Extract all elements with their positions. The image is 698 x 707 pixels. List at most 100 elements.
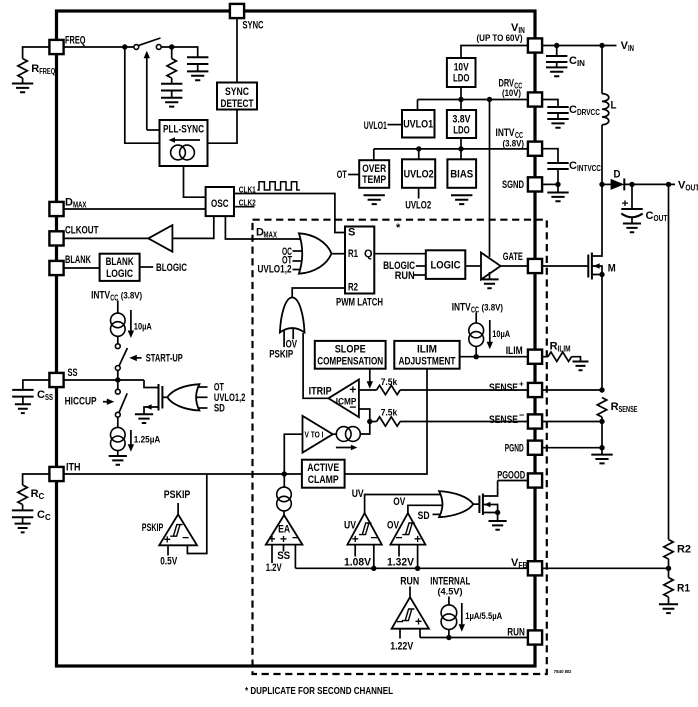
svg-text:RSENSE: RSENSE	[611, 401, 638, 414]
svg-text:1.32V: 1.32V	[387, 557, 415, 569]
svg-text:SD: SD	[418, 510, 430, 522]
svg-text:PLL-SYNC: PLL-SYNC	[163, 124, 204, 136]
svg-text:DRV: DRV	[499, 78, 515, 90]
svg-text:−: −	[182, 531, 189, 545]
svg-text:M: M	[608, 263, 616, 275]
svg-text:INTV: INTV	[91, 290, 110, 302]
svg-text:−: −	[519, 410, 524, 420]
svg-text:RUN: RUN	[400, 576, 419, 588]
svg-text:CIN: CIN	[569, 55, 585, 68]
svg-text:Q: Q	[364, 248, 373, 260]
svg-text:1.2V: 1.2V	[266, 562, 282, 574]
svg-text:UVLO2: UVLO2	[404, 169, 434, 181]
svg-text:COUT: COUT	[646, 210, 668, 223]
svg-text:CC: CC	[471, 306, 479, 315]
svg-text:PSKIP: PSKIP	[142, 522, 164, 534]
svg-text:RILIM: RILIM	[550, 341, 571, 354]
svg-text:V TO I: V TO I	[305, 431, 324, 440]
svg-text:*: *	[396, 222, 401, 234]
svg-text:BLOGIC: BLOGIC	[156, 262, 187, 274]
svg-text:OV: OV	[387, 520, 399, 532]
svg-text:SLOPE: SLOPE	[335, 344, 366, 356]
svg-text:D: D	[614, 169, 621, 181]
svg-text:R2: R2	[348, 282, 358, 294]
svg-text:+: +	[164, 533, 171, 547]
svg-text:CC: CC	[110, 294, 118, 303]
svg-text:7.5k: 7.5k	[381, 377, 398, 388]
svg-text:GATE: GATE	[503, 251, 523, 263]
svg-text:7840 BD: 7840 BD	[554, 669, 573, 674]
svg-text:1µA/5.5µA: 1µA/5.5µA	[465, 611, 502, 622]
svg-text:VIN: VIN	[621, 40, 635, 53]
svg-text:BLOGIC: BLOGIC	[383, 260, 415, 272]
svg-text:CLK1: CLK1	[239, 186, 256, 195]
svg-text:(10V): (10V)	[502, 88, 521, 99]
svg-text:3.8V: 3.8V	[453, 114, 472, 126]
svg-text:S: S	[348, 227, 355, 239]
svg-text:OT: OT	[282, 255, 292, 267]
svg-text:ILIM: ILIM	[417, 344, 437, 356]
svg-text:OV: OV	[286, 339, 298, 351]
svg-text:(3.8V): (3.8V)	[482, 303, 504, 314]
svg-text:ITRIP: ITRIP	[309, 386, 332, 398]
svg-text:COMPENSATION: COMPENSATION	[317, 356, 383, 368]
svg-text:ILIM: ILIM	[506, 345, 523, 357]
svg-text:UVLO1,2: UVLO1,2	[214, 392, 246, 404]
svg-text:−: −	[396, 615, 403, 629]
svg-text:D: D	[256, 227, 264, 239]
svg-text:INTERNAL: INTERNAL	[430, 576, 470, 588]
svg-text:(3.8V): (3.8V)	[503, 139, 525, 150]
svg-text:INTV: INTV	[496, 127, 515, 139]
svg-text:TEMP: TEMP	[362, 174, 386, 186]
svg-text:SENSE: SENSE	[489, 382, 518, 394]
svg-text:* DUPLICATE FOR SECOND CHANNEL: * DUPLICATE FOR SECOND CHANNEL	[245, 686, 393, 697]
svg-text:RC: RC	[31, 488, 45, 501]
svg-text:LDO: LDO	[453, 73, 470, 85]
svg-text:RUN: RUN	[507, 627, 525, 639]
svg-text:SD: SD	[214, 403, 225, 415]
svg-text:SYNC: SYNC	[243, 20, 264, 32]
svg-text:CLK2: CLK2	[239, 199, 256, 208]
svg-text:+: +	[519, 380, 524, 389]
svg-text:1.22V: 1.22V	[390, 641, 414, 653]
svg-text:−: −	[349, 400, 356, 414]
svg-text:OVER: OVER	[362, 163, 386, 175]
svg-text:CSS: CSS	[37, 389, 53, 402]
svg-text:DMAX: DMAX	[65, 196, 87, 209]
svg-text:+: +	[622, 198, 629, 210]
svg-text:CDRVCC: CDRVCC	[569, 104, 600, 117]
svg-text:LOGIC: LOGIC	[106, 268, 133, 280]
svg-text:(4.5V): (4.5V)	[438, 587, 463, 598]
svg-text:DETECT: DETECT	[221, 98, 254, 110]
svg-text:+: +	[280, 532, 287, 546]
svg-text:UVLO1: UVLO1	[403, 119, 433, 131]
svg-text:1.25µA: 1.25µA	[134, 435, 161, 446]
svg-text:LDO: LDO	[453, 125, 470, 137]
svg-text:0.5V: 0.5V	[160, 556, 177, 568]
svg-text:OV: OV	[393, 496, 405, 508]
svg-text:LOGIC: LOGIC	[431, 260, 461, 272]
svg-text:EA: EA	[278, 524, 290, 536]
svg-text:RFREQ: RFREQ	[31, 63, 55, 76]
svg-text:R1: R1	[677, 583, 690, 595]
svg-text:PGOOD: PGOOD	[497, 469, 525, 481]
svg-text:OSC: OSC	[211, 198, 229, 210]
svg-text:MAX: MAX	[264, 231, 278, 240]
svg-text:OT: OT	[214, 382, 224, 394]
svg-text:FREQ: FREQ	[65, 35, 86, 47]
svg-text:+: +	[349, 383, 356, 397]
svg-text:(3.8V): (3.8V)	[121, 291, 143, 302]
svg-text:(UP TO 60V): (UP TO 60V)	[477, 33, 523, 44]
svg-text:L: L	[611, 100, 617, 112]
svg-text:+: +	[268, 532, 275, 546]
svg-text:PGND: PGND	[505, 443, 524, 455]
svg-text:CINTVCC: CINTVCC	[569, 160, 601, 173]
svg-text:+: +	[352, 532, 359, 546]
svg-text:ITH: ITH	[66, 462, 81, 474]
svg-text:INTV: INTV	[452, 302, 471, 314]
svg-text:VOUT: VOUT	[678, 180, 698, 193]
svg-text:10V: 10V	[454, 62, 470, 74]
svg-text:+: +	[414, 532, 421, 546]
svg-text:START-UP: START-UP	[146, 353, 183, 365]
svg-text:10µA: 10µA	[134, 322, 152, 333]
